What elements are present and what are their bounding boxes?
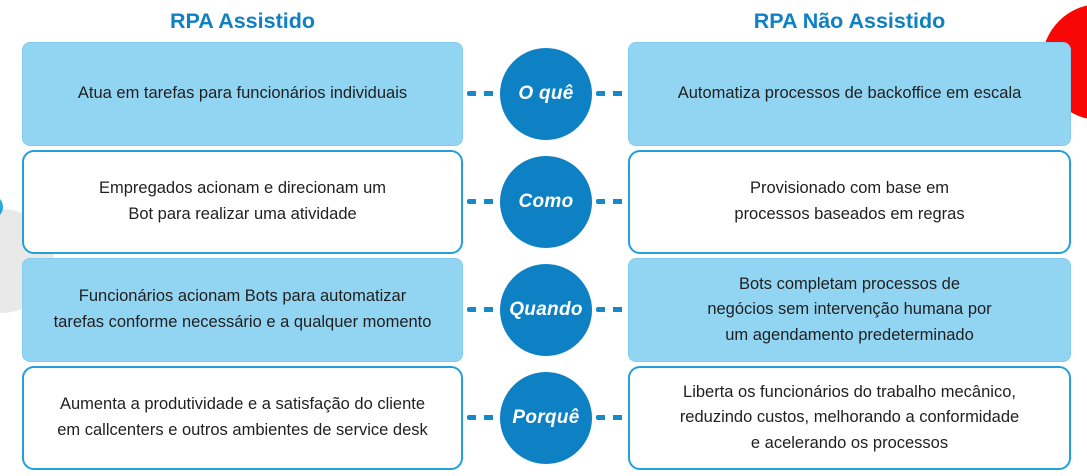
unassisted-box-when: Bots completam processos de negócios sem…: [628, 258, 1071, 362]
connector-right-when: [596, 307, 626, 312]
connector-right-why: [596, 415, 626, 420]
question-circle-why: Porquê: [500, 372, 592, 464]
assisted-box-what: Atua em tarefas para funcionários indivi…: [22, 42, 463, 146]
connector-left-how: [467, 199, 497, 204]
unassisted-box-why: Liberta os funcionários do trabalho mecâ…: [628, 366, 1071, 470]
assisted-box-why: Aumenta a produtividade e a satisfação d…: [22, 366, 463, 470]
connector-left-when: [467, 307, 497, 312]
connector-left-why: [467, 415, 497, 420]
blue-edge-circle: [0, 195, 3, 219]
unassisted-box-what: Automatiza processos de backoffice em es…: [628, 42, 1071, 146]
connector-right-what: [596, 91, 626, 96]
question-circle-how: Como: [500, 156, 592, 248]
right-column-title: RPA Não Assistido: [753, 8, 946, 33]
assisted-box-when: Funcionários acionam Bots para automatiz…: [22, 258, 463, 362]
left-column-title: RPA Assistido: [170, 8, 315, 33]
assisted-box-how: Empregados acionam e direcionam um Bot p…: [22, 150, 463, 254]
question-circle-when: Quando: [500, 264, 592, 356]
connector-left-what: [467, 91, 497, 96]
unassisted-box-how: Provisionado com base em processos basea…: [628, 150, 1071, 254]
connector-right-how: [596, 199, 626, 204]
question-circle-what: O quê: [500, 48, 592, 140]
